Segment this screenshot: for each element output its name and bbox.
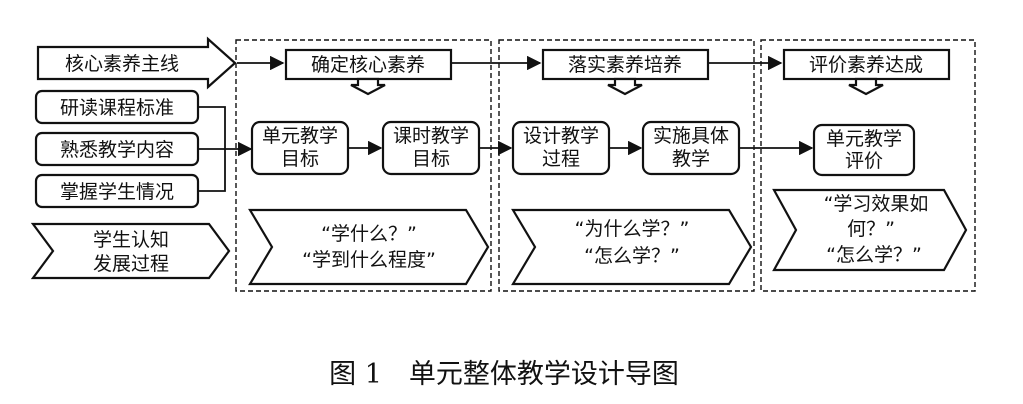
- stage-3-container: [760, 39, 976, 292]
- stage-2-header: 落实素养培养: [568, 54, 682, 76]
- stage-3-question-1b: 何？”: [847, 218, 895, 240]
- input-label-3: 掌握学生情况: [60, 181, 174, 203]
- stage-3-questions-chevron: [772, 188, 968, 272]
- stage-2-question-1: “为什么学？”: [575, 218, 690, 240]
- stage-3-question-1a: “学习效果如: [824, 193, 929, 215]
- stage-1-container: [235, 39, 492, 292]
- stage-3-down-arrow: [848, 77, 884, 96]
- step-unit-evaluation-line1: 单元教学: [826, 128, 902, 150]
- stage-2-down-arrow: [607, 77, 643, 96]
- input-label-1: 研读课程标准: [60, 97, 174, 119]
- mainline-arrow: [36, 36, 237, 90]
- stage-1-question-2: “学到什么程度”: [302, 249, 436, 271]
- stage-1-down-arrow: [350, 77, 386, 96]
- stage-1-header: 确定核心素养: [311, 54, 425, 76]
- stage-3-question-2: “怎么学？”: [826, 244, 922, 266]
- stage-2-questions-chevron: [511, 208, 753, 286]
- step-unit-goal-line2: 目标: [281, 148, 319, 170]
- step-unit-goal-line1: 单元教学: [262, 125, 338, 147]
- stage-1-header-box: [284, 48, 453, 81]
- step-lesson-goal-line1: 课时教学: [393, 125, 469, 147]
- step-implement-teaching-line2: 教学: [672, 148, 710, 170]
- step-unit-evaluation-line2: 评价: [845, 150, 883, 172]
- input-label-2: 熟悉教学内容: [60, 139, 174, 161]
- step-lesson-goal-line2: 目标: [412, 148, 450, 170]
- cognition-chevron: [30, 222, 231, 280]
- step-implement-teaching-line1: 实施具体: [653, 125, 729, 147]
- step-unit-evaluation: [812, 123, 916, 177]
- figure-caption: 图 1 单元整体教学设计导图: [329, 359, 679, 390]
- stage-1-question-1: “学什么？”: [321, 223, 417, 245]
- stage-2-container: [498, 39, 755, 292]
- cognition-line2: 发展过程: [93, 253, 169, 275]
- stage-2-question-2: “怎么学？”: [584, 245, 680, 267]
- cognition-line1: 学生认知: [93, 229, 169, 251]
- mainline-label: 核心素养主线: [65, 53, 179, 75]
- step-design-process-line2: 过程: [542, 148, 580, 170]
- stage-1-questions-chevron: [248, 208, 490, 286]
- stage-3-header: 评价素养达成: [809, 54, 923, 76]
- step-design-process-line1: 设计教学: [523, 125, 599, 147]
